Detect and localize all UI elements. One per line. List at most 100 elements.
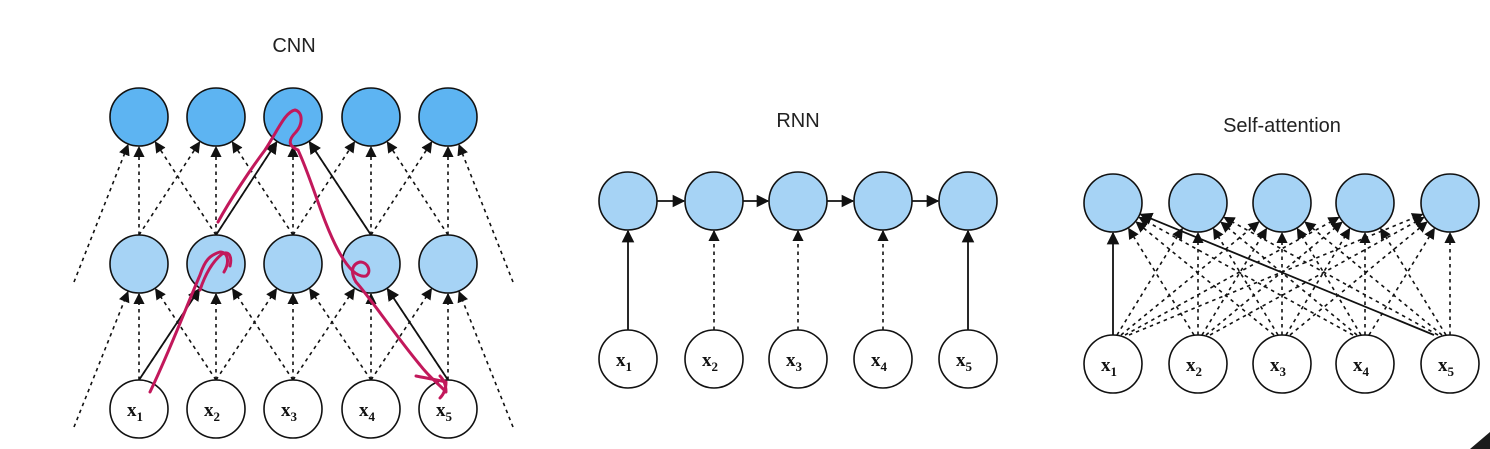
attention-edge (1220, 221, 1358, 336)
attention-edge (1128, 213, 1424, 336)
cnn-edge-input-to-mid (231, 288, 294, 381)
rnn-input-label: x1 (616, 350, 632, 374)
attention-input-label: x3 (1270, 355, 1287, 379)
cnn-output-node (186, 87, 246, 147)
rnn-input-node (768, 329, 828, 389)
annotation-stroke-down-right (296, 148, 371, 284)
cnn-title: CNN (272, 35, 315, 57)
cnn-edge-input-to-mid (73, 290, 130, 428)
rnn-hidden-node (598, 171, 658, 231)
cnn-edge-mid-to-top (231, 141, 294, 236)
cnn-hidden-node (418, 234, 478, 294)
rnn-hidden-node (684, 171, 744, 231)
cnn-hidden-node (186, 234, 246, 294)
corner-marker (1470, 432, 1490, 449)
cnn-path-edge (386, 287, 449, 381)
cnn-edge-input-to-mid (309, 287, 372, 381)
cnn-edge-input-to-mid (154, 288, 217, 381)
rnn-input-node (853, 329, 913, 389)
attention-output-node (1420, 173, 1480, 233)
rnn-input-node (598, 329, 658, 389)
attention-edge (1120, 221, 1260, 336)
attention-edge (1128, 227, 1195, 336)
diagram-nodes (109, 87, 1480, 439)
rnn-input-label: x5 (956, 350, 973, 374)
rnn-title: RNN (776, 110, 819, 132)
rnn-input-label: x2 (702, 350, 718, 374)
cnn-input-label: x4 (359, 400, 376, 424)
cnn-path-edge (308, 140, 372, 236)
attention-output-node (1168, 173, 1228, 233)
attention-input-node (1252, 334, 1312, 394)
attention-edge (1368, 227, 1435, 336)
rnn-input-label: x3 (786, 350, 803, 374)
cnn-edge-input-to-mid (292, 287, 355, 381)
cnn-output-node (109, 87, 169, 147)
cnn-hidden-node (263, 234, 323, 294)
cnn-input-node (186, 379, 246, 439)
cnn-edge-input-to-mid (215, 288, 278, 381)
cnn-edge-mid-to-top (386, 141, 449, 236)
attention-edge (1135, 221, 1275, 336)
rnn-hidden-node (938, 171, 998, 231)
annotation-stroke-x5-hook (414, 374, 448, 400)
cnn-input-label: x3 (281, 400, 298, 424)
attention-output-node (1252, 173, 1312, 233)
cnn-input-label: x1 (127, 400, 143, 424)
cnn-path-edge (138, 287, 201, 381)
rnn-hidden-node (768, 171, 828, 231)
diagram-labels: x1 x2 x3 x4 x5 x1 x2 x3 x4 x5 x1 x2 x3 x4 x5 (127, 350, 1455, 424)
rnn-input-node (938, 329, 998, 389)
attention-edge (1223, 216, 1439, 336)
attention-output-node (1083, 173, 1143, 233)
cnn-output-node (341, 87, 401, 147)
cnn-edge-mid-to-top (370, 141, 433, 236)
attention-edge (1304, 221, 1443, 336)
cnn-input-label: x2 (204, 400, 220, 424)
attention-input-node (1335, 334, 1395, 394)
attention-input-label: x2 (1186, 355, 1202, 379)
annotation-stroke-up-to-top (216, 108, 303, 224)
cnn-input-label: x5 (436, 400, 453, 424)
attention-output-node (1335, 173, 1395, 233)
cnn-input-node (109, 379, 169, 439)
cnn-edge-mid-to-top (138, 141, 201, 236)
cnn-edge-mid-to-top (292, 141, 356, 236)
attention-edge (1116, 227, 1183, 336)
annotation-stroke-loop-mid (198, 251, 233, 292)
attention-edge (1296, 227, 1362, 336)
cnn-edge-mid-to-top (154, 141, 217, 236)
attention-input-label: x5 (1438, 355, 1455, 379)
attention-input-label: x4 (1353, 355, 1370, 379)
cnn-input-node (418, 379, 478, 439)
cnn-hidden-node (109, 234, 169, 294)
cnn-edge-input-to-mid (457, 290, 514, 428)
cnn-hidden-node (341, 234, 401, 294)
attention-edge (1205, 221, 1343, 336)
rnn-input-label: x4 (871, 350, 888, 374)
cnn-path-edge (215, 141, 278, 236)
annotation-stroke-down-to-x5 (354, 280, 448, 394)
attention-input-node (1168, 334, 1228, 394)
attention-edge (1289, 221, 1428, 336)
cnn-output-node (418, 87, 478, 147)
attention-edge (1139, 212, 1435, 336)
rnn-hidden-node (853, 171, 913, 231)
attention-edge (1285, 227, 1351, 336)
attention-edge (1380, 227, 1447, 336)
attention-input-node (1083, 334, 1143, 394)
attention-input-node (1420, 334, 1480, 394)
attention-edge (1201, 227, 1268, 336)
annotation-stroke-left-up (148, 250, 229, 394)
attention-input-label: x1 (1101, 355, 1117, 379)
cnn-edge-mid-to-top (457, 143, 514, 283)
self-attention-title: Self-attention (1223, 115, 1341, 137)
cnn-input-node (263, 379, 323, 439)
cnn-edge-mid-to-top (73, 143, 130, 283)
cnn-annotation-scribbles (148, 108, 448, 400)
cnn-input-node (341, 379, 401, 439)
rnn-input-node (684, 329, 744, 389)
cnn-edge-input-to-mid (370, 288, 433, 381)
attention-edge (1138, 216, 1354, 336)
